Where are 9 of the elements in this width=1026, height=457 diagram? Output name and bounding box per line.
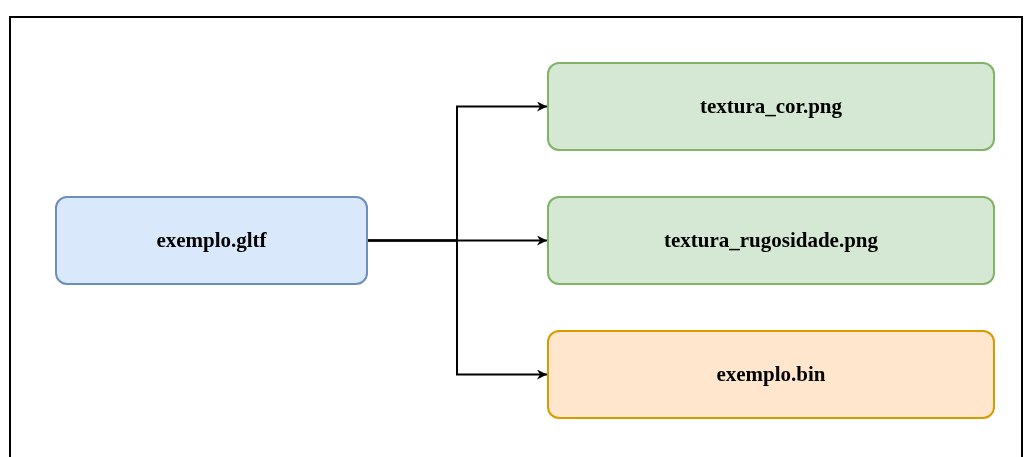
file-box (55, 196, 368, 285)
file-name: textura_cor.png (699, 94, 843, 119)
file-box (547, 330, 995, 419)
file-box (547, 196, 995, 285)
arrow (367, 239, 548, 380)
file-name: exemplo.bin (716, 362, 826, 387)
file-name: textura_rugosidade.png (663, 228, 879, 253)
file-box (547, 62, 995, 151)
file-name: exemplo.gltf (156, 228, 267, 253)
